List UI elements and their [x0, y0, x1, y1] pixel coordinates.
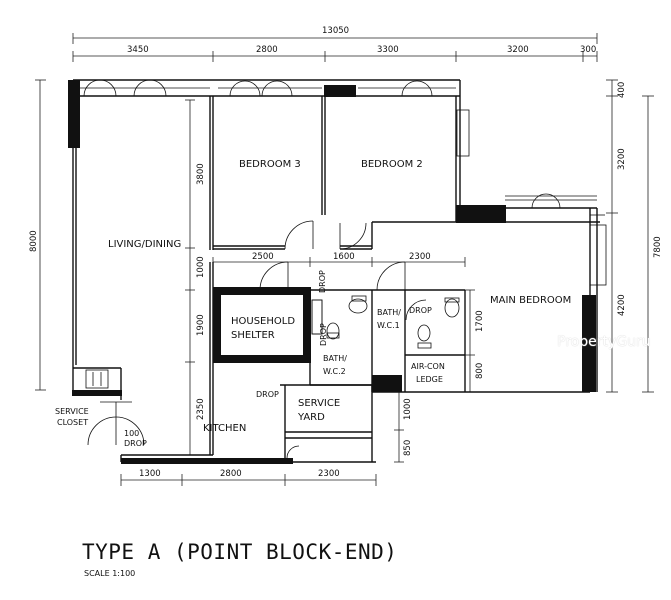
dim-left-total: 8000 [29, 230, 39, 252]
solid-walls [68, 80, 596, 464]
label-service-yard-a: SERVICE [298, 398, 340, 409]
dim-right-7800: 7800 [653, 236, 663, 258]
label-drop-100: 100 [124, 429, 139, 438]
dim-right-3200: 3200 [617, 148, 627, 170]
dimension-lines [35, 33, 654, 486]
plan-scale: SCALE 1:100 [84, 569, 136, 578]
dim-inner-1700: 1700 [475, 310, 485, 332]
watermark-text: PropertyGuru [557, 334, 651, 350]
label-bath-wc2-a: BATH/ [323, 354, 347, 363]
label-kitchen: KITCHEN [203, 423, 246, 434]
label-living-dining: LIVING/DINING [108, 239, 181, 250]
label-service-yard-b: YARD [297, 412, 325, 423]
dim-bottom-3: 2300 [318, 469, 340, 479]
dim-top-1: 3450 [127, 45, 149, 55]
dim-top-4: 3200 [507, 45, 529, 55]
label-drop-bath1: DROP [409, 306, 432, 315]
plan-title: TYPE A (POINT BLOCK-END) [82, 540, 398, 564]
label-household-shelter-2: SHELTER [231, 330, 275, 341]
label-drop-yard: DROP [256, 390, 279, 399]
label-aircon-ledge-a: AIR-CON [411, 362, 445, 371]
windows [80, 87, 607, 286]
dim-right-4200: 4200 [617, 294, 627, 316]
label-household-shelter-1: HOUSEHOLD [231, 316, 295, 327]
label-bedroom-3: BEDROOM 3 [239, 159, 301, 170]
dim-inner-2350: 2350 [196, 398, 206, 420]
dim-top-3: 3300 [377, 45, 399, 55]
label-drop-closet: DROP [124, 439, 147, 448]
dim-right-400: 400 [617, 82, 627, 98]
dim-bottom-2: 2800 [220, 469, 242, 479]
dim-inner-1000: 1000 [196, 256, 206, 278]
label-bath-wc2-b: W.C.2 [323, 367, 346, 376]
label-service-closet-a: SERVICE [55, 407, 89, 416]
dim-inner-2500: 2500 [252, 252, 274, 262]
dim-top-total: 13050 [322, 26, 349, 36]
dim-inner-800: 800 [475, 363, 485, 379]
label-bath-wc1-a: BATH/ [377, 308, 401, 317]
label-bedroom-2: BEDROOM 2 [361, 159, 423, 170]
dim-top-2: 2800 [256, 45, 278, 55]
label-bath-wc1-b: W.C.1 [377, 321, 400, 330]
dim-bottom-1: 1300 [139, 469, 161, 479]
watermark: PropertyGuru [524, 319, 670, 365]
dim-inner-1600: 1600 [333, 252, 355, 262]
dim-top-5: 300 [580, 45, 596, 55]
closet-hatch [85, 369, 109, 389]
label-service-closet-b: CLOSET [57, 418, 88, 427]
label-drop-bath2: DROP [319, 323, 328, 346]
door-swings [83, 79, 561, 459]
dim-inner-1000b: 1000 [403, 398, 413, 420]
dim-inner-3800: 3800 [196, 163, 206, 185]
bath-fixtures [311, 295, 460, 349]
dim-inner-2300: 2300 [409, 252, 431, 262]
dim-inner-1900: 1900 [196, 314, 206, 336]
label-aircon-ledge-b: LEDGE [416, 375, 443, 384]
label-drop-shelter: DROP [318, 270, 327, 293]
label-main-bedroom: MAIN BEDROOM [490, 295, 571, 306]
dim-inner-850: 850 [403, 440, 413, 456]
propertyguru-logo-icon [525, 328, 553, 356]
